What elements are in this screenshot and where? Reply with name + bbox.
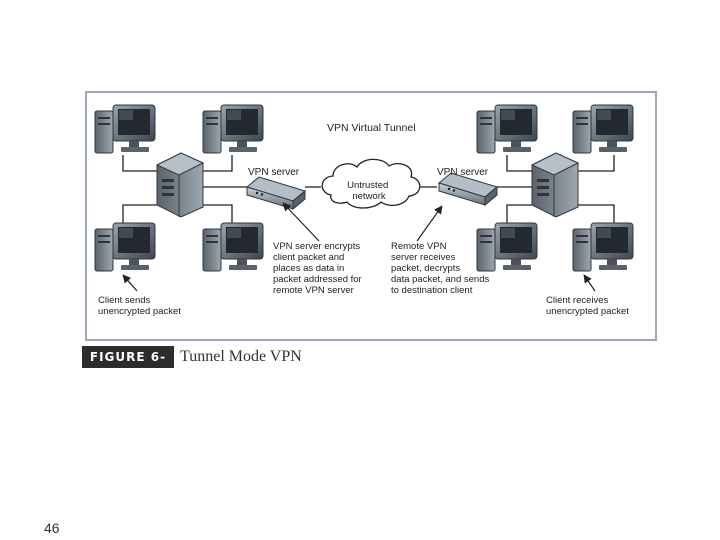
network-links (122, 155, 615, 223)
server-right-icon (531, 152, 579, 218)
vpn-server-left-label: VPN server (248, 167, 300, 178)
client-computer-top-left (94, 104, 156, 154)
client-computer-sender (94, 222, 156, 272)
figure-title: Tunnel Mode VPN (180, 348, 302, 365)
computer-top-right-2 (572, 104, 634, 154)
client-computer-receiver (572, 222, 634, 272)
computer-top-right-1 (476, 104, 538, 154)
decrypt-note: Remote VPN server receives packet, decry… (391, 241, 492, 296)
page-number: 46 (44, 520, 60, 536)
vpn-server-right-label: VPN server (437, 167, 489, 178)
vpn-diagram: VPN Virtual Tunnel VPN server VPN server… (94, 104, 634, 317)
vpn-server-left-icon (246, 176, 306, 210)
computer-bottom-right-1 (476, 222, 538, 272)
untrusted-network-label: Untrusted network (347, 180, 391, 202)
annotation-arrows (122, 202, 596, 292)
encrypt-note: VPN server encrypts client packet and pl… (273, 241, 364, 296)
server-left-icon (156, 152, 204, 218)
computer-top-left-2 (202, 104, 264, 154)
client-sends-note: Client sends unencrypted packet (98, 295, 181, 317)
untrusted-network-cloud (321, 158, 421, 209)
vpn-diagram-figure: VPN Virtual Tunnel VPN server VPN server… (85, 91, 657, 341)
figure-number: FIGURE 6-19 (82, 346, 174, 386)
client-receives-note: Client receives unencrypted packet (546, 295, 629, 317)
computer-bottom-left-2 (202, 222, 264, 272)
vpn-virtual-tunnel-label: VPN Virtual Tunnel (327, 122, 416, 134)
